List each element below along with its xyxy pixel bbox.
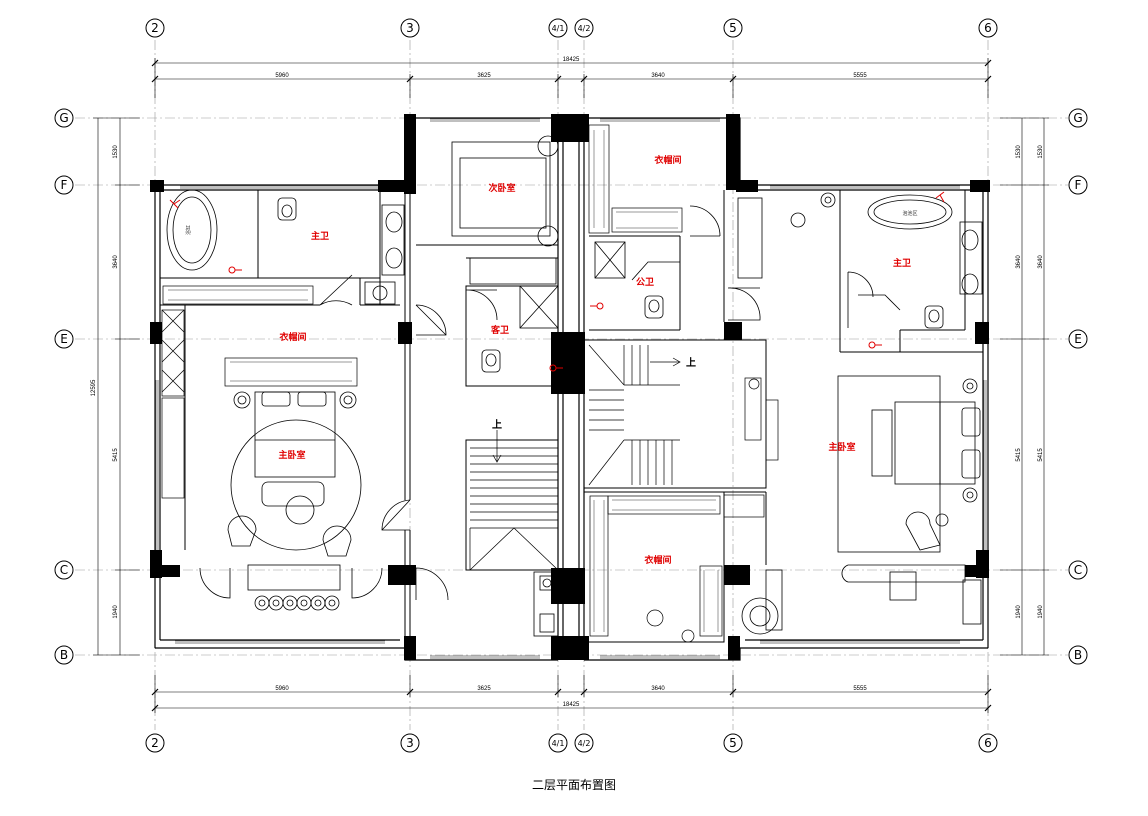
dim-bottom-seg-2: 3625 [477, 686, 491, 692]
public-bath-fixtures [594, 241, 680, 319]
room-label-master-bath-right: 主卫 [893, 257, 911, 269]
right-axis-bubbles [1068, 108, 1088, 665]
axis-top-4-2: 4/2 [578, 24, 591, 33]
room-label-public-bath: 公卫 [636, 277, 654, 288]
top-axis-bubbles [145, 18, 998, 38]
second-bedroom-furniture [451, 135, 559, 285]
dim-right-outer-1: 1530 [1038, 145, 1044, 159]
dim-bottom-seg-3: 3640 [651, 686, 665, 692]
axis-left-G: G [59, 111, 68, 125]
room-label-closet-top-mid: 衣帽间 [654, 154, 681, 166]
axis-top-4-1: 4/1 [552, 24, 565, 33]
guest-bath-fixtures [481, 285, 559, 373]
drawing-title: 二层平面布置图 [532, 778, 616, 792]
bath-area-label: 泡池区 [902, 210, 917, 217]
left-stair [469, 430, 559, 571]
axis-bottom-4-2: 4/2 [578, 739, 591, 748]
room-label-closet-bottom-mid: 衣帽间 [644, 554, 671, 566]
axis-top-5: 5 [729, 21, 737, 35]
room-label-closet-left: 衣帽间 [279, 331, 306, 343]
axis-bottom-5: 5 [729, 736, 737, 750]
doors [199, 205, 874, 601]
axis-bottom-2: 2 [151, 736, 159, 750]
left-axis-bubbles [54, 108, 74, 665]
axis-left-E: E [60, 332, 68, 346]
dim-left-seg-1: 1530 [113, 145, 119, 159]
dim-bottom-seg-4: 5555 [853, 686, 867, 692]
room-label-master-bath-left: 主卫 [311, 230, 329, 242]
dim-top-total: 18425 [563, 57, 580, 63]
axis-bottom-6: 6 [984, 736, 992, 750]
dim-top-seg-1: 5960 [275, 73, 289, 79]
room-label-guest-bath: 客卫 [490, 324, 509, 336]
tub-left-label: 浴缸 [185, 225, 192, 235]
axis-right-B: B [1074, 648, 1082, 662]
axis-left-F: F [61, 178, 68, 192]
right-master-bedroom-furniture [837, 375, 982, 625]
dim-left-seg-3: 5415 [113, 448, 119, 462]
axis-right-F: F [1075, 178, 1082, 192]
axis-right-G: G [1073, 111, 1082, 125]
right-closet-hanging [593, 130, 678, 229]
dim-right-outer-4: 1940 [1038, 605, 1044, 619]
room-label-master-bed-left: 主卧室 [278, 449, 305, 461]
right-stair [588, 344, 779, 486]
dim-right-seg-4: 1940 [1016, 605, 1022, 619]
dim-bottom-total: 18425 [563, 702, 580, 708]
dim-right-seg-1: 1530 [1016, 145, 1022, 159]
closet-hanging-bars [168, 289, 352, 382]
right-closet-top-fixtures [588, 124, 683, 234]
axis-top-2: 2 [151, 21, 159, 35]
dim-right-seg-3: 5415 [1016, 448, 1022, 462]
left-closet-fixtures [161, 285, 358, 499]
axis-bottom-4-1: 4/1 [552, 739, 565, 748]
room-label-master-bed-right: 主卧室 [828, 441, 855, 453]
axis-left-B: B [60, 648, 68, 662]
red-fixture-markers [169, 191, 945, 372]
windows [155, 118, 987, 659]
dim-left-seg-4: 1940 [113, 605, 119, 619]
left-master-bedroom-furniture [227, 391, 362, 557]
axis-top-6: 6 [984, 21, 992, 35]
center-kitchenette [533, 571, 559, 637]
structural-columns [150, 114, 990, 660]
room-label-second-bed: 次卧室 [488, 182, 515, 194]
dim-right-outer-3: 5415 [1038, 448, 1044, 462]
left-balcony-furniture [247, 564, 341, 611]
dim-right-outer-2: 3640 [1038, 255, 1044, 269]
dim-top-seg-4: 5555 [853, 73, 867, 79]
stair-up-label-2: 上 [686, 356, 696, 369]
left-master-bath-fixtures [166, 189, 405, 305]
dim-right-seg-2: 3640 [1016, 255, 1022, 269]
axis-bottom-3: 3 [406, 736, 414, 750]
axis-right-C: C [1074, 563, 1082, 577]
dim-bottom-seg-1: 5960 [275, 686, 289, 692]
right-master-bath-fixtures [737, 192, 983, 329]
dim-top-seg-3: 3640 [651, 73, 665, 79]
dimension-ticks [151, 59, 992, 712]
right-balcony-furniture [741, 569, 783, 635]
axis-top-3: 3 [406, 21, 414, 35]
stair-up-label-1: 上 [492, 418, 502, 431]
dim-top-seg-2: 3625 [477, 73, 491, 79]
axis-right-E: E [1074, 332, 1082, 346]
bottom-axis-bubbles [145, 733, 998, 753]
right-closet-bottom-hanging [593, 499, 719, 632]
axis-left-C: C [60, 563, 68, 577]
right-closet-bottom-fixtures [589, 494, 765, 643]
dim-left-total: 12595 [91, 379, 97, 396]
dim-left-seg-2: 3640 [113, 255, 119, 269]
dimension-lines [93, 58, 1049, 713]
